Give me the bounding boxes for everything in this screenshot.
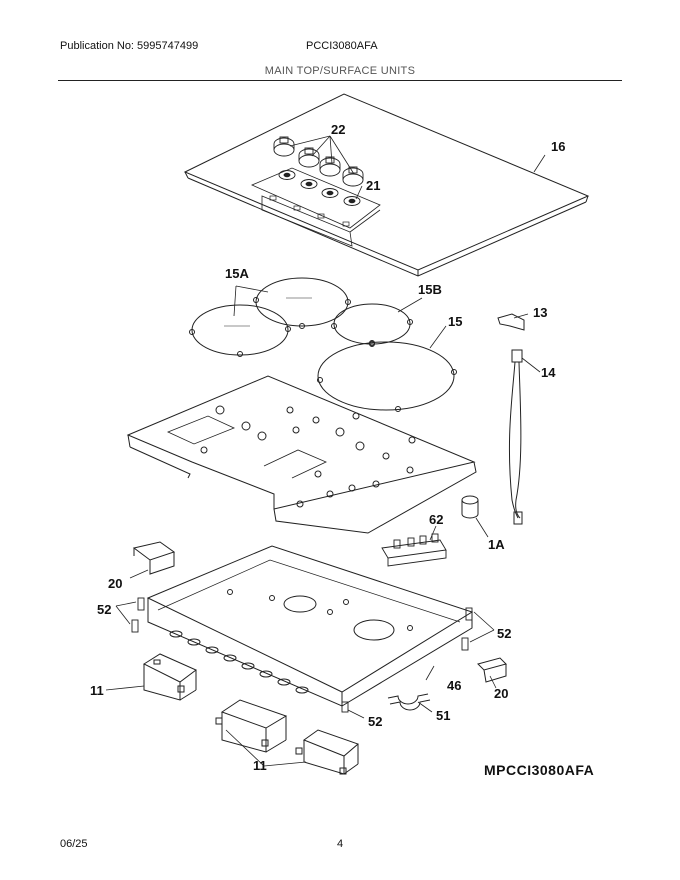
publication-number: Publication No: 5995747499 — [60, 40, 199, 52]
callout-46: 46 — [447, 678, 462, 693]
knob-seals — [278, 170, 361, 206]
callout-15b: 15B — [418, 282, 442, 297]
callout-11-lower: 11 — [253, 758, 267, 773]
panel-symbols — [269, 195, 350, 227]
callout-52-right: 52 — [497, 626, 512, 641]
terminal-block — [381, 525, 447, 567]
cooktop-glass-top — [183, 93, 590, 277]
callout-51: 51 — [436, 708, 451, 723]
callout-52-bottom: 52 — [368, 714, 383, 729]
heating-elements — [189, 277, 457, 412]
part-1a-spacer — [461, 495, 489, 538]
callout-13: 13 — [533, 305, 548, 320]
footer-date: 06/25 — [60, 838, 88, 850]
callout-16: 16 — [551, 139, 566, 154]
wire-harness — [497, 313, 541, 525]
control-knobs — [273, 136, 364, 187]
bottom-box — [146, 545, 474, 707]
header-rule — [58, 80, 622, 81]
mounting-brackets-11 — [105, 653, 359, 775]
leader-lines-top — [289, 135, 546, 200]
callout-1a: 1A — [488, 537, 505, 552]
leader-lines-elements — [233, 285, 447, 349]
section-title: MAIN TOP/SURFACE UNITS — [264, 65, 416, 77]
callout-62: 62 — [429, 512, 444, 527]
bracket-20 — [129, 541, 507, 689]
cable-clamp-51 — [387, 693, 433, 713]
clips-52 — [115, 597, 495, 719]
callout-15: 15 — [448, 314, 463, 329]
diagram-reference: MPCCI3080AFA — [484, 762, 595, 778]
callout-14: 14 — [541, 365, 556, 380]
callout-15a: 15A — [225, 266, 249, 281]
model-number: PCCI3080AFA — [306, 40, 378, 52]
callout-20-right: 20 — [494, 686, 509, 701]
page-number: 4 — [337, 838, 344, 850]
callout-21: 21 — [366, 178, 381, 193]
callout-22: 22 — [331, 122, 346, 137]
callout-11-upper: 11 — [90, 683, 104, 698]
callout-52-left: 52 — [97, 602, 112, 617]
callout-20-left: 20 — [108, 576, 123, 591]
element-support-frame — [126, 375, 477, 534]
